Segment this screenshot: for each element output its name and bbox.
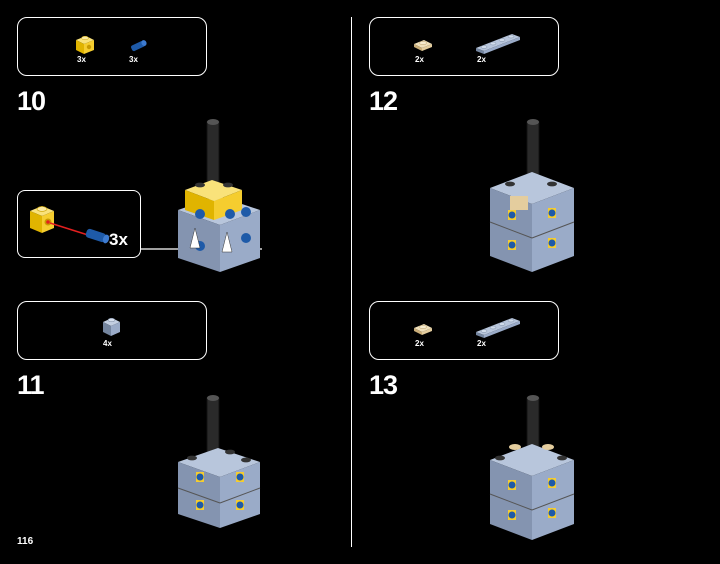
parts-list-step-13: 2x 2x: [369, 301, 559, 360]
callout-qty-label: 3x: [109, 230, 128, 249]
part-qty-label: 2x: [477, 55, 486, 64]
step-number-13: 13: [369, 370, 398, 400]
assembly-line: [49, 222, 89, 236]
step-number-10: 10: [17, 86, 46, 116]
part-qty-label: 4x: [103, 339, 112, 348]
gray-plate-1x4-icon: [476, 34, 520, 54]
part-qty-label: 2x: [477, 339, 486, 348]
step-12-parts-icons: [414, 34, 520, 54]
yellow-brick-1x1-side-stud-icon: [76, 35, 94, 54]
part-qty-label: 3x: [77, 55, 86, 64]
blue-pin-icon: [131, 40, 147, 52]
step-11-parts-icons: [103, 317, 120, 336]
subassembly-callout: [17, 190, 141, 258]
yellow-brick-1x1-side-stud-icon: [30, 206, 54, 233]
page-number: 116: [17, 536, 34, 547]
step-13-parts-icons: [414, 318, 520, 338]
step-10-parts-icons: [76, 35, 147, 54]
gray-brick-1x1-icon: [103, 317, 120, 336]
callout-parts-icons: [30, 206, 110, 244]
parts-list-step-10: 3x 3x: [17, 17, 207, 76]
part-qty-label: 2x: [415, 339, 424, 348]
part-qty-label: 2x: [415, 55, 424, 64]
step-number-12: 12: [369, 86, 398, 116]
part-qty-label: 3x: [129, 55, 138, 64]
parts-list-step-11: 4x: [17, 301, 207, 360]
step-number-11: 11: [17, 370, 45, 400]
blue-pin-icon: [85, 228, 110, 244]
column-divider: [351, 17, 352, 547]
parts-list-step-12: 2x 2x: [369, 17, 559, 76]
tan-plate-1x1-icon: [414, 40, 432, 51]
tan-plate-1x1-icon: [414, 324, 432, 335]
gray-plate-1x4-icon: [476, 318, 520, 338]
